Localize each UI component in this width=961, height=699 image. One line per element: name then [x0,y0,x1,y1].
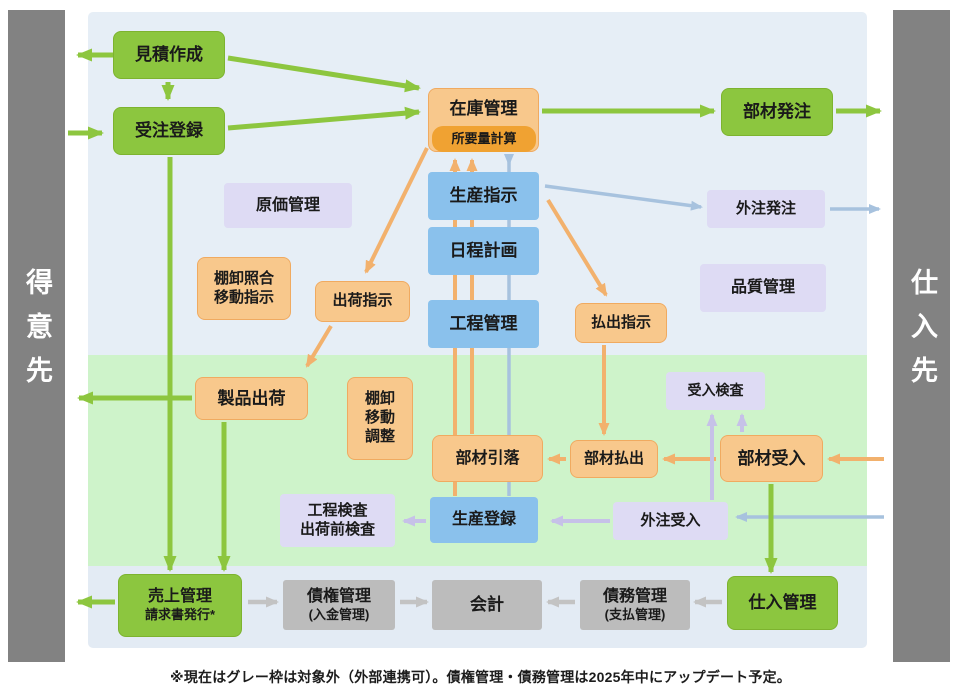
customer-label: 得意先 [22,268,52,400]
node-cost-management: 原価管理 [224,183,352,228]
node-label: 日程計画 [449,241,518,261]
arrow-order-to-inventory [227,106,421,131]
node-label: 仕入管理 [748,593,817,613]
node-stocktake-transfer-adjustment: 棚卸 移動 調整 [347,377,413,460]
arrow-ship-instruction-to-shipping [305,324,333,368]
node-label: 出荷指示 [332,292,393,310]
node-subcontract-receipt: 外注受入 [613,502,728,540]
node-label: 原価管理 [255,196,320,214]
node-subcontract-ordering: 外注発注 [707,190,825,228]
node-sales-management: 売上管理 請求書発行* [118,574,242,637]
node-production-record: 生産登録 [430,497,538,543]
node-sublabel: (入金管理) [308,606,370,622]
arrow-inventory-to-ship-instruction [364,147,429,274]
node-label: 工程管理 [449,314,518,334]
node-label: 製品出荷 [217,388,286,408]
node-label: 受注登録 [135,121,203,141]
node-sublabel: 請求書発行* [144,607,216,623]
node-label: 債権管理 [306,587,371,605]
node-quotation: 見積作成 [113,31,225,79]
node-scheduling: 日程計画 [428,227,539,275]
node-sublabel: (支払管理) [604,606,666,622]
node-label: 払出指示 [590,313,651,331]
footnote: ※現在はグレー枠は対象外（外部連携可）。債権管理・債務管理は2025年中にアップ… [170,669,791,685]
node-label: 部材発注 [743,102,811,122]
supplier-bar: 仕入先 [893,10,950,662]
node-parts-ordering: 部材発注 [721,88,833,136]
node-shipping-instruction: 出荷指示 [315,281,410,322]
node-label: 生産登録 [451,511,516,528]
node-payout-instruction: 払出指示 [575,303,667,343]
arrow-quotation-to-inventory [227,55,421,93]
node-label: 品質管理 [730,279,795,296]
node-receivables-management: 債権管理 (入金管理) [283,580,395,630]
node-process-inspection: 工程検査 出荷前検査 [280,494,395,547]
node-production-instruction: 生産指示 [428,172,539,220]
node-label: 外注受入 [640,511,701,529]
node-label: 部材払出 [583,449,644,467]
node-label: 部材引落 [455,449,520,467]
node-parts-deduction: 部材引落 [432,435,543,482]
node-label: 見積作成 [135,45,203,65]
node-label: 部材受入 [737,448,806,468]
supplier-label: 仕入先 [907,268,937,400]
node-stocktake-transfer-instruction: 棚卸照合 移動指示 [197,257,291,320]
node-mrp-calculation: 所要量計算 [432,126,536,152]
arrow-prod-instruction-to-subcontract-order [544,184,703,211]
node-label: 所要量計算 [451,130,517,146]
node-process-management: 工程管理 [428,300,539,348]
node-incoming-inspection: 受入検査 [666,372,765,410]
node-quality-management: 品質管理 [700,264,826,312]
node-label: 棚卸 移動 調整 [364,390,395,445]
customer-bar: 得意先 [8,10,65,662]
node-order-entry: 受注登録 [113,107,225,155]
node-label: 在庫管理 [449,99,518,118]
node-label: 受入検査 [687,382,744,399]
node-parts-receipt: 部材受入 [720,435,823,482]
arrow-prod-instruction-to-payout-instruction [546,198,608,297]
node-label: 外注発注 [735,199,796,217]
node-label: 会計 [470,595,504,615]
node-parts-payout: 部材払出 [570,440,658,478]
node-label: 工程検査 出荷前検査 [299,501,375,538]
node-accounting: 会計 [432,580,542,630]
node-label: 生産指示 [449,186,518,206]
node-purchasing-management: 仕入管理 [727,576,838,630]
node-label: 売上管理 [147,588,212,606]
node-label: 棚卸照合 移動指示 [213,269,274,306]
node-label: 債務管理 [602,587,667,605]
node-product-shipping: 製品出荷 [195,377,308,420]
node-payables-management: 債務管理 (支払管理) [580,580,690,630]
